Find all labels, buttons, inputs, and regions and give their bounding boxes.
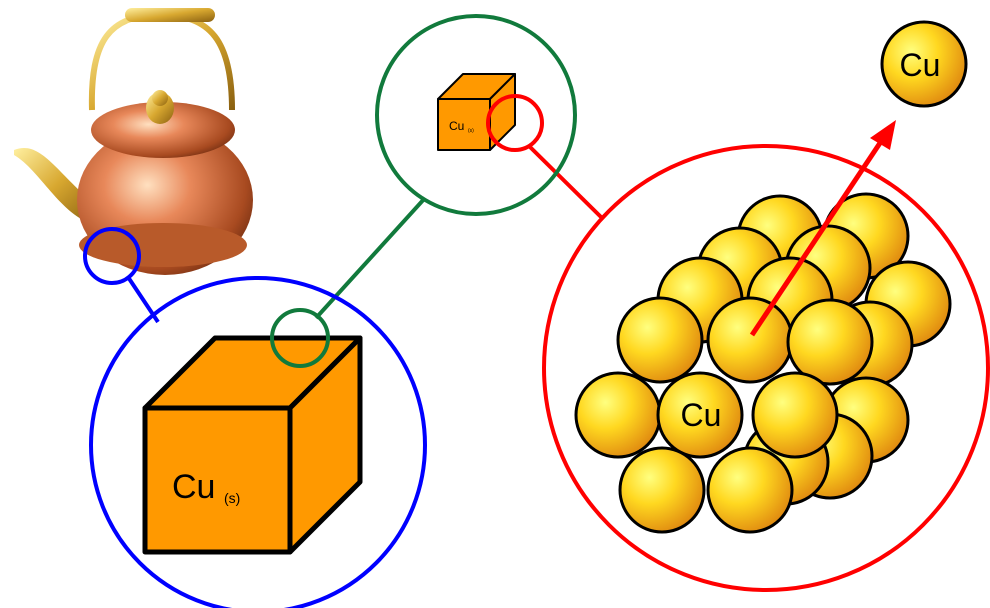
green-magnifier-large <box>375 14 577 216</box>
red-connector-line <box>526 143 604 220</box>
small-copper-cube <box>437 73 516 151</box>
green-magnifier-small <box>270 308 330 368</box>
red-magnifier-large <box>542 144 990 592</box>
copper-atom <box>656 371 744 459</box>
ejection-arrow-line <box>749 138 885 337</box>
green-connector-line <box>314 196 427 320</box>
big-cube-label: Cu <box>172 468 215 506</box>
copper-atom <box>751 371 839 459</box>
copper-kettle-image <box>14 8 253 275</box>
big-cube-subscript: (s) <box>224 490 240 506</box>
copper-atom <box>786 298 874 386</box>
arrow-head-icon <box>870 120 896 150</box>
small-cube-label: Cu <box>449 119 464 133</box>
free-atom-label: Cu <box>900 47 941 83</box>
copper-atom <box>706 446 794 534</box>
copper-atom <box>616 296 704 384</box>
blue-magnifier-small <box>83 227 141 285</box>
lattice-atom-label: Cu <box>681 397 722 433</box>
large-copper-cube <box>142 335 363 555</box>
copper-atom <box>618 446 706 534</box>
red-magnifier-small <box>486 94 544 152</box>
free-copper-atom <box>880 20 968 108</box>
copper-atom-lattice <box>574 192 952 534</box>
copper-atom <box>706 296 794 384</box>
small-cube-subscript: (s) <box>468 128 474 134</box>
blue-magnifier-large <box>89 276 427 608</box>
copper-atom <box>574 371 662 459</box>
